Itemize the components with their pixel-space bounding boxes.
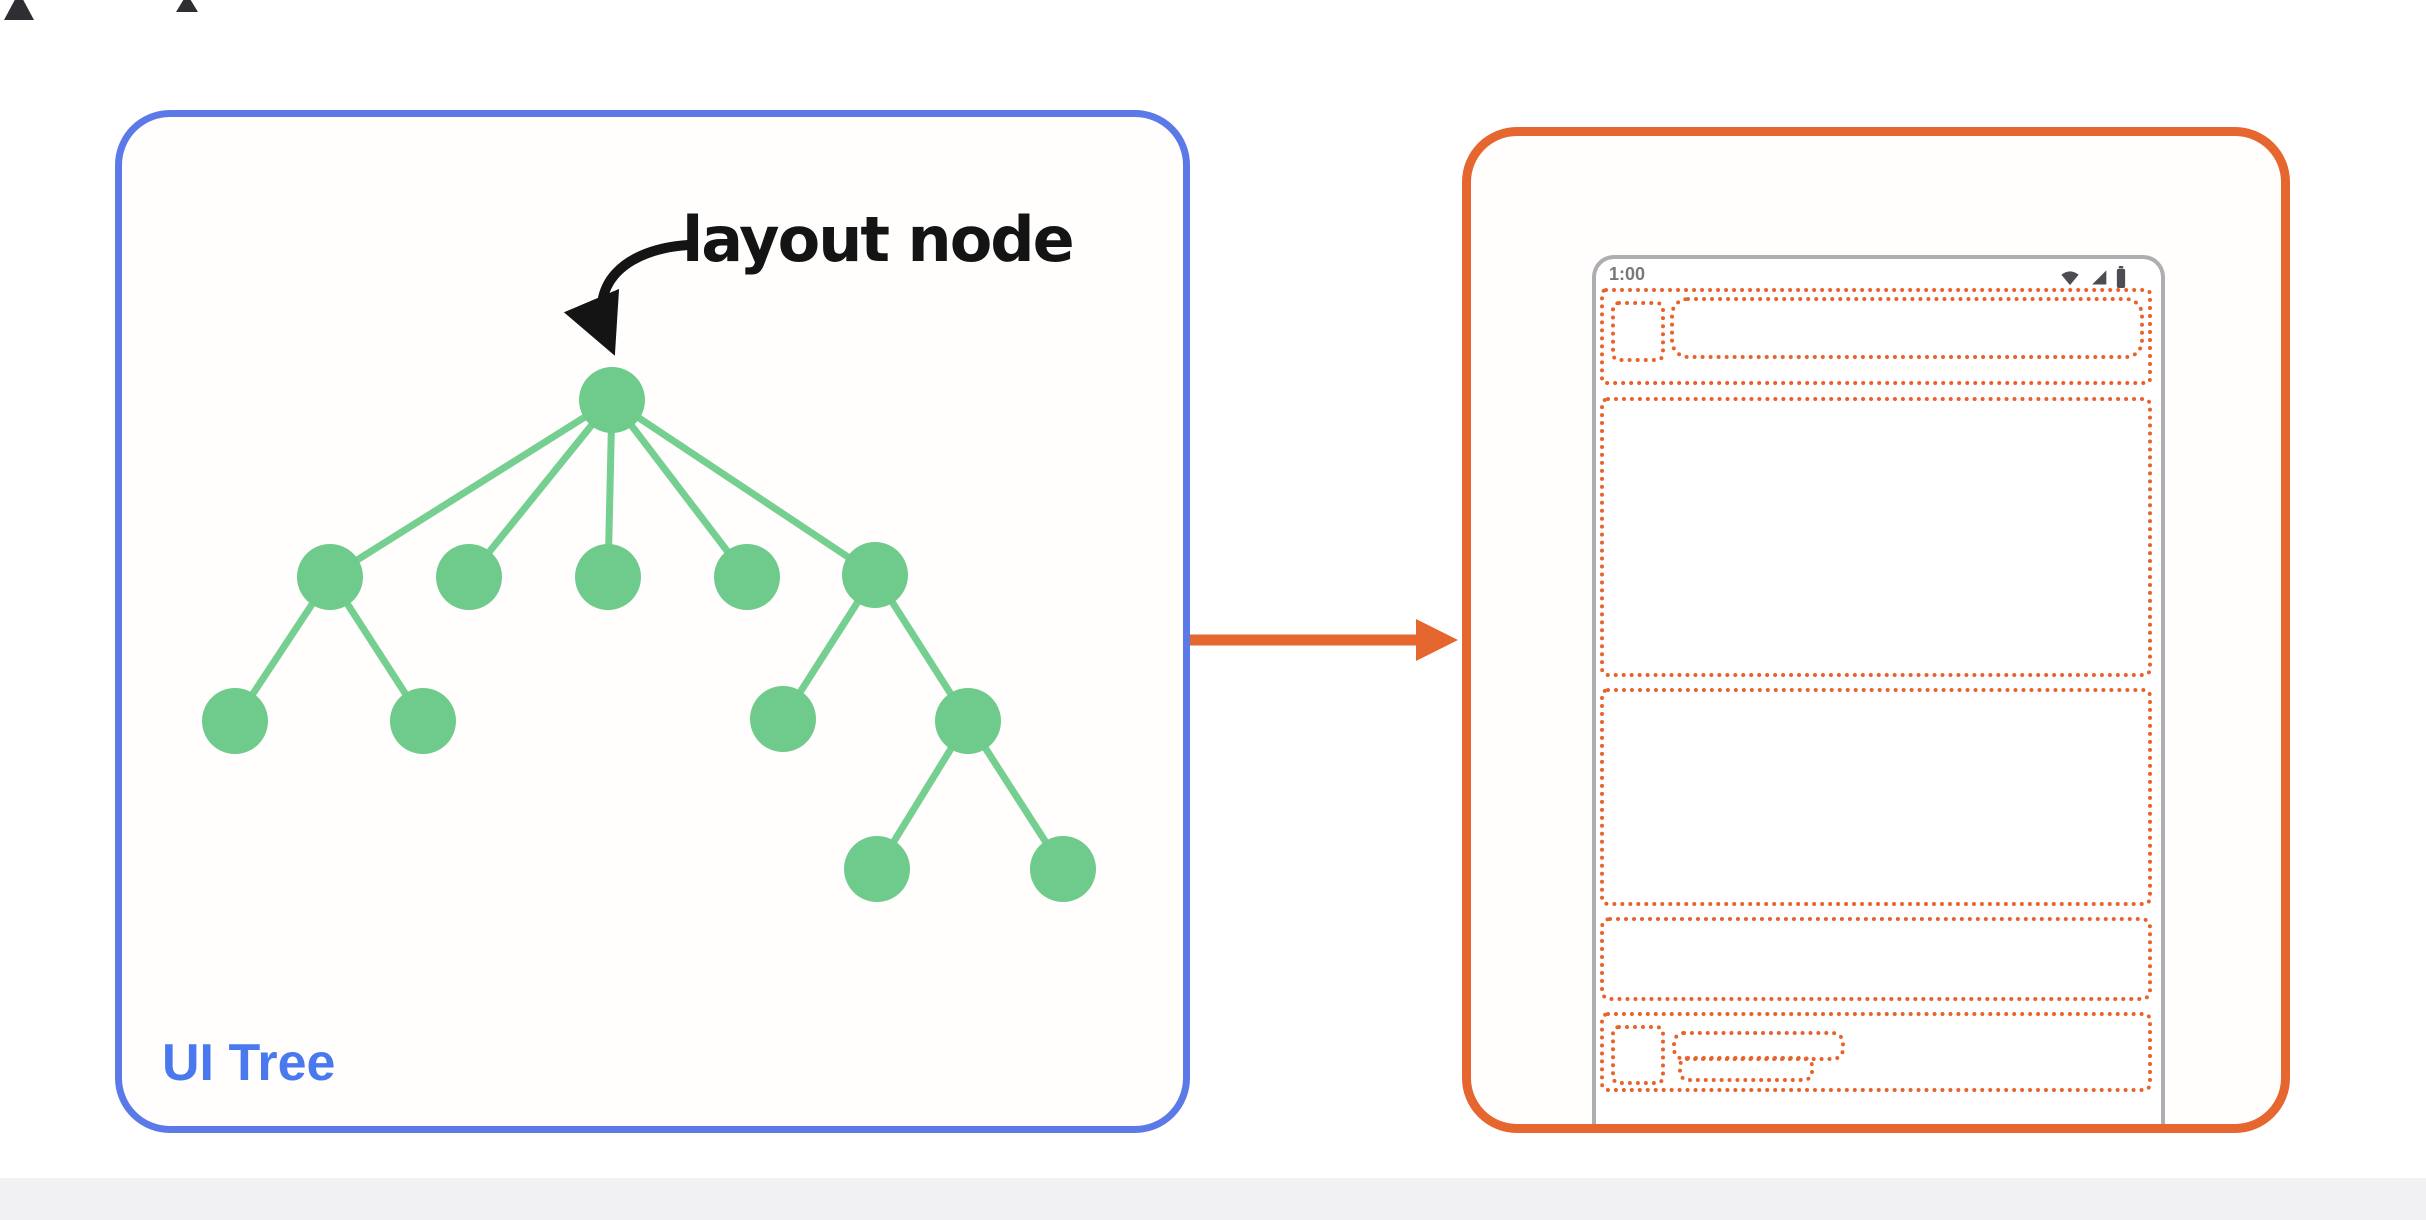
tree-node-c1a — [202, 688, 268, 754]
bottom-gray-band — [0, 1178, 2426, 1220]
rendered-layout-panel: 1:00 — [1462, 127, 2290, 1133]
layout-region-footer-text-line-2 — [1678, 1056, 1814, 1082]
ui-tree-panel-label: UI Tree — [162, 1034, 336, 1092]
tree-edge-root-c5 — [610, 397, 877, 578]
phone-screen: 1:00 — [1592, 255, 2165, 1124]
tree-node-c4 — [714, 544, 780, 610]
tree-node-c5b — [935, 688, 1001, 754]
tree-node-root — [579, 367, 645, 433]
top-edge-artifact — [176, 0, 198, 12]
wifi-icon — [2061, 271, 2079, 286]
battery-icon — [2116, 266, 2126, 288]
tree-edge-root-c4 — [609, 397, 750, 580]
top-edge-artifact — [4, 0, 34, 20]
tree-node-c5a — [750, 686, 816, 752]
ui-tree-panel: layout node UI Tree — [115, 110, 1190, 1133]
layout-region-hero-content — [1600, 397, 2152, 677]
tree-node-c5 — [842, 542, 908, 608]
status-bar-time: 1:00 — [1609, 264, 1646, 284]
tree-node-c5b2 — [1030, 836, 1096, 902]
layout-region-footer-bar — [1600, 1012, 2152, 1092]
tree-node-c2 — [436, 544, 502, 610]
layout-node-annotation: layout node — [682, 203, 1075, 276]
annotation-arrow — [563, 240, 693, 356]
layout-region-content-block — [1600, 688, 2152, 906]
layout-region-header-bar — [1600, 288, 2152, 385]
tree-node-c5b1 — [844, 836, 910, 902]
ui-tree-graph — [202, 240, 1096, 902]
layout-region-search-field — [1670, 297, 2144, 359]
tree-to-layout-arrow — [1190, 619, 1458, 661]
tree-node-c1b — [390, 688, 456, 754]
layout-region-header-avatar — [1611, 301, 1665, 362]
tree-node-c3 — [575, 544, 641, 610]
tree-node-c1 — [297, 544, 363, 610]
layout-region-banner — [1600, 917, 2152, 1001]
status-bar-icons — [2059, 266, 2127, 288]
signal-icon — [2092, 270, 2107, 285]
tree-edge-root-c2 — [466, 397, 615, 580]
tree-edge-root-c1 — [328, 397, 614, 580]
layout-region-footer-avatar — [1611, 1025, 1665, 1085]
